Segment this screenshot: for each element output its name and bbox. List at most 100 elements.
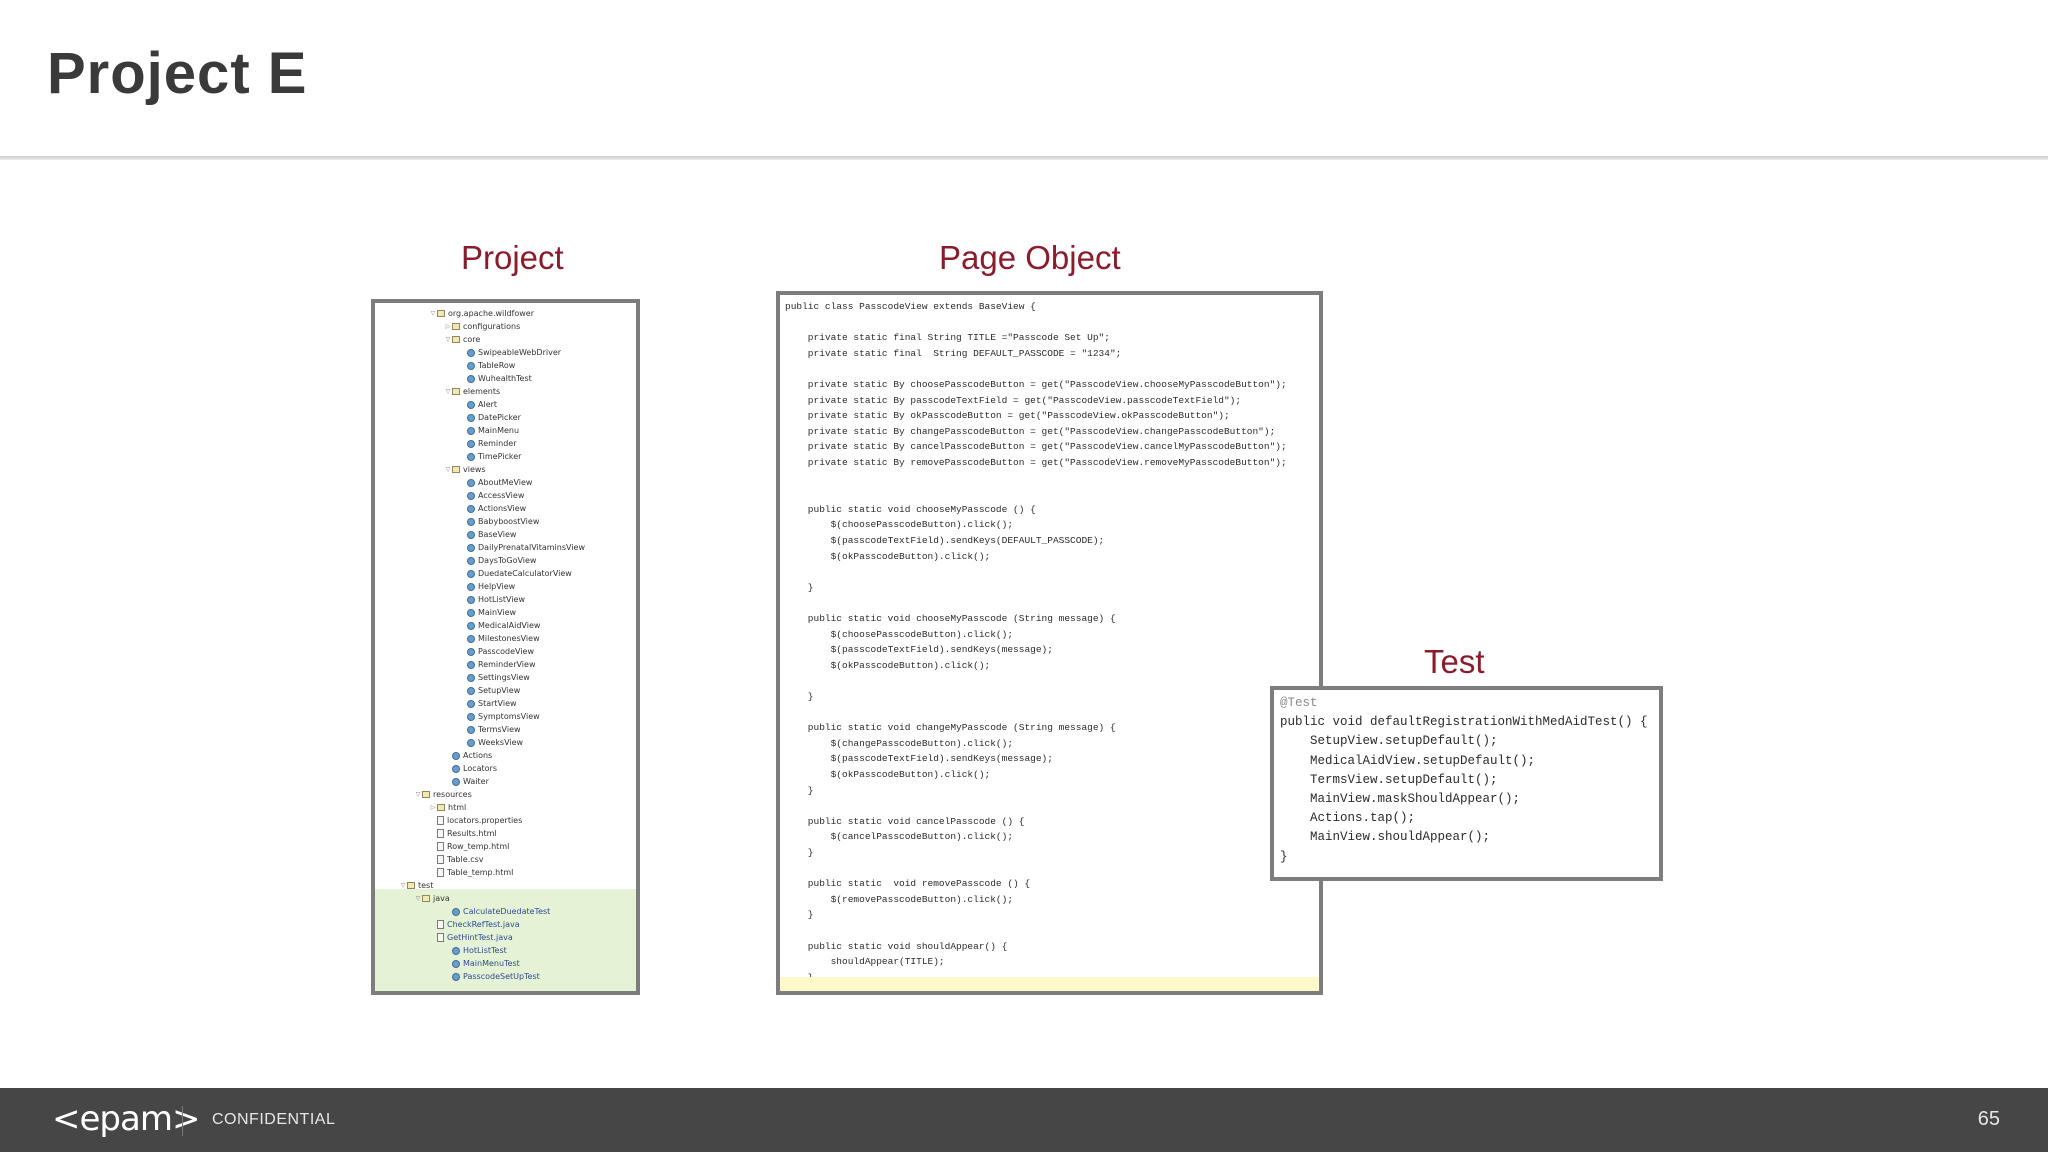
- tree-item-label: BaseView: [478, 530, 517, 539]
- class-icon: [467, 686, 475, 695]
- folder-icon: [422, 791, 430, 798]
- class-icon: [452, 777, 460, 786]
- tree-item: Actions: [444, 749, 492, 762]
- tree-item: Alert: [459, 398, 497, 411]
- test-folder-highlight: [375, 889, 636, 991]
- tree-item-label: views: [463, 465, 486, 474]
- class-icon: [467, 491, 475, 500]
- tree-item: AboutMeView: [459, 476, 532, 489]
- code-line: }: [785, 691, 814, 702]
- tree-item: Table_temp.html: [429, 866, 513, 879]
- class-icon: [467, 712, 475, 721]
- file-icon: [437, 829, 444, 838]
- class-icon: [452, 959, 460, 968]
- class-icon: [467, 361, 475, 370]
- tree-item-label: DaysToGoView: [478, 556, 537, 565]
- tree-item-label: Waiter: [463, 777, 489, 786]
- tree-item-label: DailyPrenatalVitaminsView: [478, 543, 585, 552]
- code-line: private static By changePasscodeButton =…: [785, 425, 1276, 437]
- class-icon: [467, 543, 475, 552]
- tree-toggle-icon: ▽: [445, 336, 451, 343]
- epam-logo: <epam>: [52, 1099, 200, 1139]
- project-tree-screenshot: ▽org.apache.wildfower▷configurations▽cor…: [371, 299, 640, 995]
- code-line: $(okPasscodeButton).click();: [785, 659, 991, 671]
- code-line: public static void chooseMyPasscode (Str…: [785, 613, 1116, 624]
- tree-item-label: org.apache.wildfower: [448, 309, 535, 318]
- tree-item-label: StartView: [478, 699, 517, 708]
- header-divider: [0, 156, 2048, 160]
- tree-item-label: SwipeableWebDriver: [478, 348, 562, 357]
- code-line: private static By cancelPasscodeButton =…: [785, 441, 1287, 453]
- class-icon: [467, 439, 475, 448]
- code-line: $(cancelPasscodeButton).click();: [785, 831, 1014, 843]
- tree-item-label: test: [418, 881, 434, 890]
- test-code-line: MainView.shouldAppear();: [1280, 830, 1491, 845]
- tree-item: MilestonesView: [459, 632, 540, 645]
- tree-item-label: SettingsView: [478, 673, 530, 682]
- class-icon: [467, 413, 475, 422]
- test-code-line: public void defaultRegistrationWithMedAi…: [1280, 715, 1648, 730]
- tree-item: GetHintTest.java: [429, 931, 513, 944]
- code-line: }: [785, 909, 814, 921]
- code-line: $(changePasscodeButton).click();: [785, 737, 1014, 749]
- footer-separator: [182, 1106, 183, 1136]
- tree-item-label: Alert: [478, 400, 498, 409]
- folder-icon: [452, 323, 460, 330]
- page-object-panel-title: Page Object: [939, 239, 1121, 276]
- tree-item-label: SymptomsView: [478, 712, 540, 721]
- tree-item: DatePicker: [459, 411, 521, 424]
- tree-item-label: java: [433, 894, 450, 903]
- tree-item: StartView: [459, 697, 517, 710]
- tree-item: Row_temp.html: [429, 840, 509, 853]
- code-line: $(passcodeTextField).sendKeys(message);: [785, 644, 1053, 656]
- tree-item: DaysToGoView: [459, 554, 536, 567]
- class-icon: [467, 738, 475, 747]
- tree-item-label: HelpView: [478, 582, 516, 591]
- tree-item-label: locators.properties: [447, 816, 523, 825]
- tree-toggle-icon: ▷: [445, 323, 451, 330]
- tree-item: Waiter: [444, 775, 489, 788]
- tree-item-label: ReminderView: [478, 660, 536, 669]
- tree-item-label: Locators: [463, 764, 497, 773]
- tree-item-label: MainMenu: [478, 426, 520, 435]
- class-icon: [467, 660, 475, 669]
- test-code-line: MedicalAidView.setupDefault();: [1280, 753, 1536, 768]
- file-icon: [437, 868, 444, 877]
- tree-item: ▷html: [429, 801, 467, 814]
- folder-icon: [452, 388, 460, 395]
- tree-item-label: BabyboostView: [478, 517, 540, 526]
- class-icon: [467, 374, 475, 383]
- class-icon: [467, 556, 475, 565]
- folder-icon: [452, 336, 460, 343]
- tree-item: TableRow: [459, 359, 515, 372]
- code-line: $(choosePasscodeButton).click();: [785, 519, 1014, 531]
- code-line: private static final String TITLE ="Pass…: [785, 332, 1110, 344]
- tree-item: WuhealthTest: [459, 372, 532, 385]
- tree-item: ▷configurations: [444, 320, 521, 333]
- tree-item-label: MainMenuTest: [463, 959, 520, 968]
- tree-item-label: AccessView: [478, 491, 525, 500]
- tree-item-label: WeeksView: [478, 738, 524, 747]
- footer-bar: [0, 1088, 2048, 1152]
- code-line: }: [785, 581, 814, 593]
- class-icon: [467, 530, 475, 539]
- tree-item: ▽ elements: [444, 385, 500, 398]
- class-icon: [452, 946, 460, 955]
- tree-item-label: DuedateCalculatorView: [478, 569, 572, 578]
- current-line-highlight: [780, 977, 1319, 991]
- tree-toggle-icon: ▷: [430, 804, 436, 811]
- class-icon: [452, 972, 460, 981]
- code-line: $(choosePasscodeButton).click();: [785, 628, 1014, 640]
- tree-item: HotListView: [459, 593, 525, 606]
- code-line: private static final String DEFAULT_PASS…: [785, 347, 1122, 359]
- code-line: $(passcodeTextField).sendKeys(message);: [785, 753, 1053, 765]
- tree-item-label: TermsView: [478, 725, 521, 734]
- code-line: $(removePasscodeButton).click();: [785, 893, 1014, 905]
- project-panel-title: Project: [461, 239, 564, 276]
- test-code-line: TermsView.setupDefault();: [1280, 772, 1498, 787]
- tree-item-label: elements: [463, 387, 501, 396]
- file-icon: [437, 920, 444, 929]
- tree-toggle-icon: ▽: [445, 388, 451, 395]
- code-line: $(passcodeTextField).sendKeys(DEFAULT_PA…: [785, 535, 1105, 546]
